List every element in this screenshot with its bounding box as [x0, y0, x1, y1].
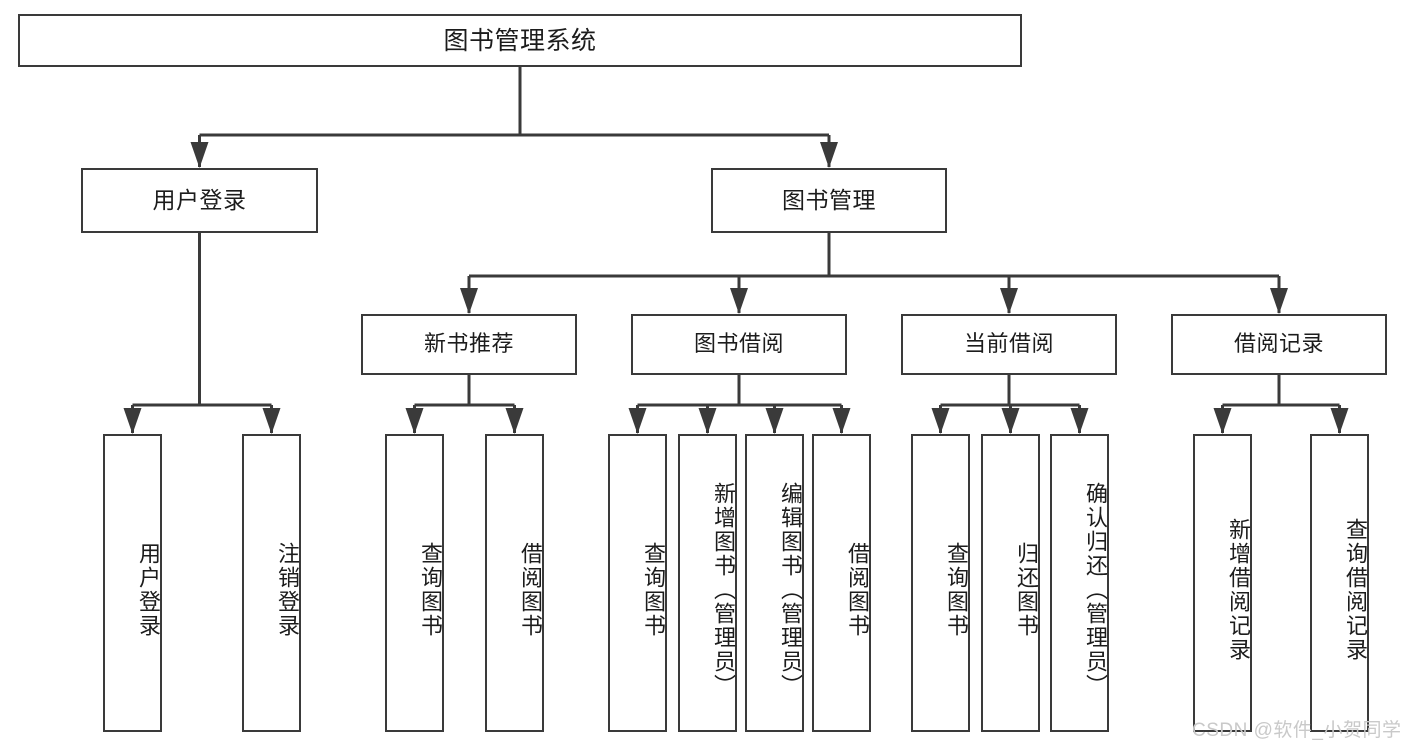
arrowhead — [1330, 408, 1349, 434]
arrowhead — [1270, 288, 1288, 314]
node-l-q1[interactable]: 查询图书 — [385, 434, 444, 732]
arrowhead — [1001, 408, 1020, 434]
arrowhead — [505, 408, 524, 434]
node-label: 归还图书 — [1014, 542, 1039, 638]
node-l-q2[interactable]: 查询图书 — [608, 434, 667, 732]
arrowhead — [931, 408, 950, 434]
node-label: 新增图书（管理员） — [711, 482, 736, 698]
node-label: 查询图书 — [418, 542, 443, 638]
node-newbook[interactable]: 新书推荐 — [361, 314, 577, 375]
node-label: 借阅图书 — [518, 542, 543, 638]
node-l-b1[interactable]: 借阅图书 — [485, 434, 544, 732]
node-l-qrec[interactable]: 查询借阅记录 — [1310, 434, 1369, 732]
node-l-edit[interactable]: 编辑图书（管理员） — [745, 434, 804, 732]
node-label: 查询图书 — [944, 542, 969, 638]
arrowhead — [765, 408, 784, 434]
node-l-add[interactable]: 新增图书（管理员） — [678, 434, 737, 732]
arrowhead — [123, 408, 142, 434]
node-l-login[interactable]: 用户登录 — [103, 434, 162, 732]
node-l-addrec[interactable]: 新增借阅记录 — [1193, 434, 1252, 732]
node-label: 新增借阅记录 — [1226, 518, 1251, 662]
node-records[interactable]: 借阅记录 — [1171, 314, 1387, 375]
node-l-ret[interactable]: 归还图书 — [981, 434, 1040, 732]
arrowhead — [405, 408, 424, 434]
node-label: 注销登录 — [275, 542, 300, 638]
node-label: 借阅记录 — [1233, 331, 1324, 357]
arrowhead — [460, 288, 478, 314]
node-label: 确认归还（管理员） — [1083, 482, 1108, 698]
node-label: 图书管理系统 — [443, 26, 597, 55]
node-login[interactable]: 用户登录 — [81, 168, 318, 233]
node-label: 借阅图书 — [845, 542, 870, 638]
node-label: 新书推荐 — [423, 331, 514, 357]
node-label: 用户登录 — [152, 186, 247, 213]
node-label: 图书借阅 — [693, 331, 784, 357]
node-label: 图书管理 — [782, 186, 876, 213]
arrowhead — [1213, 408, 1232, 434]
arrowhead — [628, 408, 647, 434]
arrowhead — [730, 288, 748, 314]
node-l-logout[interactable]: 注销登录 — [242, 434, 301, 732]
node-root[interactable]: 图书管理系统 — [18, 14, 1022, 67]
arrowhead — [1000, 288, 1018, 314]
arrowhead — [262, 408, 281, 434]
node-label: 当前借阅 — [963, 331, 1054, 357]
arrowhead — [1070, 408, 1089, 434]
node-l-conf[interactable]: 确认归还（管理员） — [1050, 434, 1109, 732]
arrowhead — [190, 142, 209, 168]
node-l-q3[interactable]: 查询图书 — [911, 434, 970, 732]
arrowhead — [698, 408, 717, 434]
node-label: 编辑图书（管理员） — [778, 482, 803, 698]
node-label: 查询图书 — [641, 542, 666, 638]
watermark: CSDN @软件_小贺同学 — [1192, 720, 1402, 741]
node-label: 用户登录 — [136, 542, 161, 638]
node-current[interactable]: 当前借阅 — [901, 314, 1117, 375]
node-bookmgmt[interactable]: 图书管理 — [711, 168, 947, 233]
arrowhead — [820, 142, 838, 168]
node-borrow[interactable]: 图书借阅 — [631, 314, 847, 375]
arrowhead — [832, 408, 851, 434]
node-label: 查询借阅记录 — [1343, 518, 1368, 662]
node-l-b2[interactable]: 借阅图书 — [812, 434, 871, 732]
